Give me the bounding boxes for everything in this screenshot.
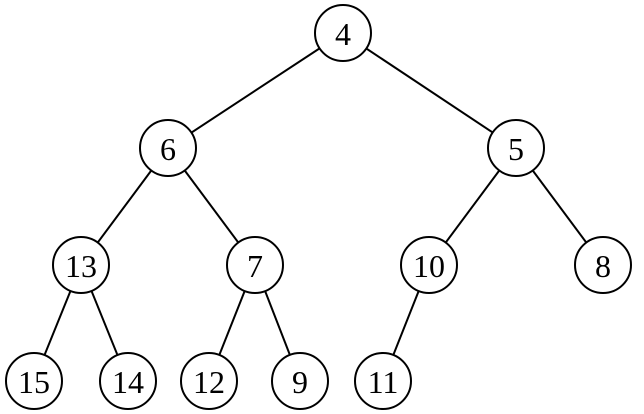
tree-node: 11 (354, 352, 412, 410)
tree-node-label: 12 (193, 364, 225, 400)
tree-node-circle (226, 236, 284, 294)
tree-edges (33, 32, 604, 382)
tree-node: 13 (52, 236, 110, 294)
tree-node-label: 13 (65, 248, 97, 284)
tree-node: 8 (574, 236, 632, 294)
tree-node: 15 (5, 352, 63, 410)
tree-node: 5 (487, 119, 545, 177)
tree-node-circle (314, 4, 372, 62)
tree-node-label: 10 (413, 248, 445, 284)
tree-node: 4 (314, 4, 372, 62)
tree-node: 12 (180, 352, 238, 410)
tree-node-label: 4 (335, 16, 351, 52)
tree-node-circle (400, 236, 458, 294)
tree-node-circle (574, 236, 632, 294)
tree-node: 7 (226, 236, 284, 294)
tree-node-label: 6 (160, 131, 176, 167)
tree-node-label: 5 (508, 131, 524, 167)
tree-edge (342, 32, 517, 149)
tree-node-circle (180, 352, 238, 410)
tree-node-label: 7 (247, 248, 263, 284)
tree-node-label: 15 (18, 364, 50, 400)
tree-node-circle (5, 352, 63, 410)
tree-edge (167, 32, 344, 149)
tree-node: 9 (271, 352, 329, 410)
tree-node-circle (52, 236, 110, 294)
tree-node-label: 8 (595, 248, 611, 284)
tree-node-circle (354, 352, 412, 410)
tree-node-circle (99, 352, 157, 410)
tree-node-circle (271, 352, 329, 410)
tree-nodes: 4 6 5 13 7 10 8 15 14 12 9 11 (5, 4, 632, 410)
tree-node-circle (139, 119, 197, 177)
tree-node: 14 (99, 352, 157, 410)
tree-node: 10 (400, 236, 458, 294)
tree-node-label: 11 (368, 364, 399, 400)
tree-node-circle (487, 119, 545, 177)
tree-node-label: 9 (292, 364, 308, 400)
tree-node-label: 14 (112, 364, 144, 400)
tree-node: 6 (139, 119, 197, 177)
